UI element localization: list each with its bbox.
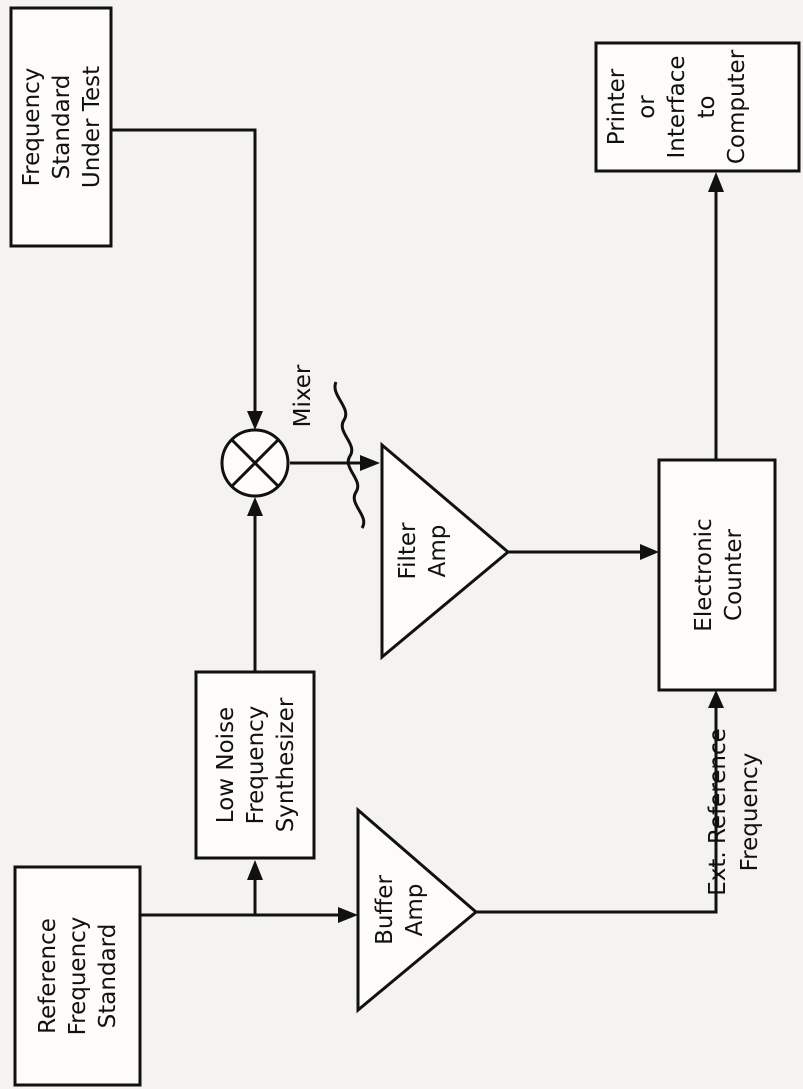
filter-amp-triangle bbox=[380, 441, 511, 661]
label-printer-line-4: to bbox=[694, 95, 720, 118]
buffer-amp-triangle bbox=[356, 806, 479, 1014]
label-ref-line-2: Frequency bbox=[65, 917, 91, 1036]
low-noise-synthesizer-box bbox=[194, 670, 316, 860]
label-buffer-line-1: Buffer bbox=[372, 875, 398, 945]
freq-standard-under-test-box bbox=[9, 6, 113, 248]
label-test-line-1: Frequency bbox=[19, 68, 45, 187]
label-synth-line-2: Frequency bbox=[243, 706, 269, 825]
label-test-line-2: Standard bbox=[49, 75, 75, 180]
label-filter-line-2: Amp bbox=[425, 525, 451, 578]
mixer-icon bbox=[220, 428, 290, 498]
label-filter-line-1: Filter bbox=[395, 522, 421, 580]
label-ref-line-3: Standard bbox=[95, 924, 121, 1029]
arrowhead-mixer-to-filter bbox=[360, 455, 380, 471]
label-printer-line-5: Computer bbox=[724, 49, 750, 164]
arrowhead-filter-to-counter bbox=[640, 544, 659, 560]
label-ext-ref-line-2: Frequency bbox=[737, 753, 763, 872]
label-printer-line-2: or bbox=[634, 95, 660, 119]
wire-test-to-mixer bbox=[111, 128, 257, 418]
label-counter-line-2: Counter bbox=[721, 529, 747, 621]
label-printer-line-3: Interface bbox=[664, 56, 690, 159]
label-printer-line-1: Printer bbox=[604, 68, 630, 145]
signal-wave-icon bbox=[333, 381, 366, 529]
label-test-line-3: Under Test bbox=[79, 66, 105, 188]
label-counter-line-1: Electronic bbox=[691, 518, 717, 631]
arrowhead-test-to-mixer bbox=[247, 411, 263, 430]
label-synth-line-3: Synthesizer bbox=[273, 697, 299, 832]
arrowhead-buffer-to-counter bbox=[708, 690, 724, 708]
electronic-counter-box bbox=[657, 458, 777, 692]
reference-frequency-standard-box bbox=[13, 865, 142, 1087]
arrowhead-ref-to-synth bbox=[247, 860, 263, 880]
arrowhead-ref-to-buffer bbox=[338, 907, 358, 923]
label-ext-ref-line-1: Ext. Reference bbox=[705, 728, 731, 896]
label-mixer: Mixer bbox=[290, 364, 316, 427]
wire-buffer-to-counter bbox=[476, 702, 718, 914]
arrowhead-counter-to-printer bbox=[708, 172, 724, 192]
printer-interface-box bbox=[594, 41, 801, 173]
arrowhead-synth-to-mixer bbox=[247, 497, 263, 516]
label-synth-line-1: Low Noise bbox=[213, 707, 239, 823]
label-ref-line-1: Reference bbox=[35, 918, 61, 1034]
label-buffer-line-2: Amp bbox=[402, 884, 428, 937]
